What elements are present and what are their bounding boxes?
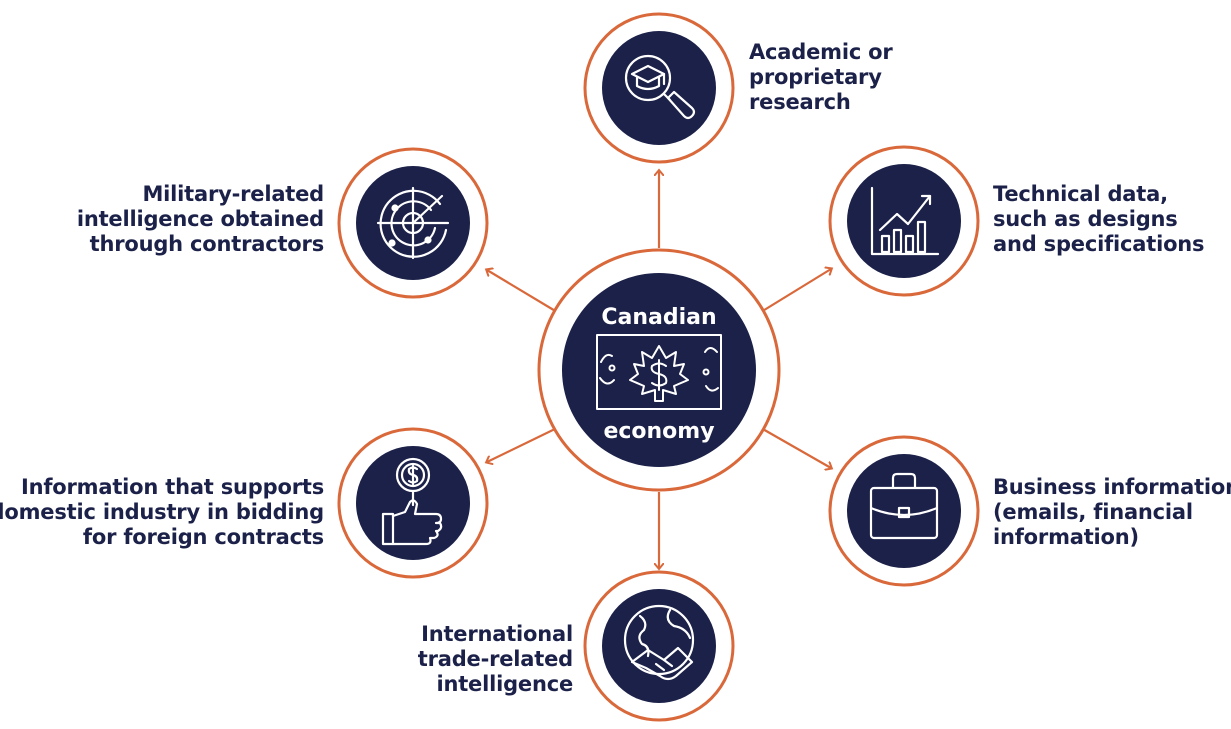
label-line: Academic or [749,40,893,64]
label-line: trade-related [417,647,573,671]
label-line: Information that supports [20,475,324,499]
briefcase-icon [869,472,939,540]
arrow-to-business-information [760,427,831,468]
label-academic-research: Academic or proprietary research [749,40,893,115]
node-international-trade [583,570,735,722]
label-line: and specifications [993,232,1205,256]
node-academic-research [583,12,735,164]
label-line: intelligence [436,672,573,696]
label-line: for foreign contracts [82,525,324,549]
node-technical-data [828,145,980,297]
label-business-information: Business information (emails, financial … [993,475,1231,550]
center-node: Canadian economy [537,248,781,492]
label-line: Business information [993,475,1231,499]
node-military-intelligence [337,147,489,299]
node-business-information [828,435,980,587]
label-international-trade: International trade-related intelligence [418,622,573,697]
label-line: proprietary [749,65,882,89]
node-domestic-industry [337,427,489,579]
radar-icon [376,186,450,260]
banknote-maple-leaf-icon [596,334,722,410]
label-line: information) [993,525,1139,549]
label-line: Technical data, [993,182,1168,206]
label-domestic-industry: Information that supports domestic indus… [0,475,324,550]
label-line: through contractors [89,232,325,256]
globe-handshake-icon [623,604,695,681]
center-title-bottom: economy [603,419,714,444]
label-line: (emails, financial [993,500,1193,524]
label-line: intelligence obtained [76,207,324,231]
label-line: such as designs [993,207,1178,231]
hand-coin-magnifier-icon [381,457,443,546]
growth-chart-icon [870,186,940,256]
label-line: Military-related [142,182,324,206]
label-line: research [749,90,851,114]
label-technical-data: Technical data, such as designs and spec… [993,182,1205,257]
label-line: International [421,622,573,646]
label-military-intelligence: Military-related intelligence obtained t… [77,182,324,257]
arrow-to-military-intelligence [487,270,558,313]
center-title-top: Canadian [601,305,716,330]
label-line: domestic industry in bidding [0,500,324,524]
arrow-to-domestic-industry [487,427,558,462]
connector-arrows [487,171,831,568]
arrow-to-technical-data [760,269,831,313]
graduation-cap-magnifier-icon [624,54,696,120]
